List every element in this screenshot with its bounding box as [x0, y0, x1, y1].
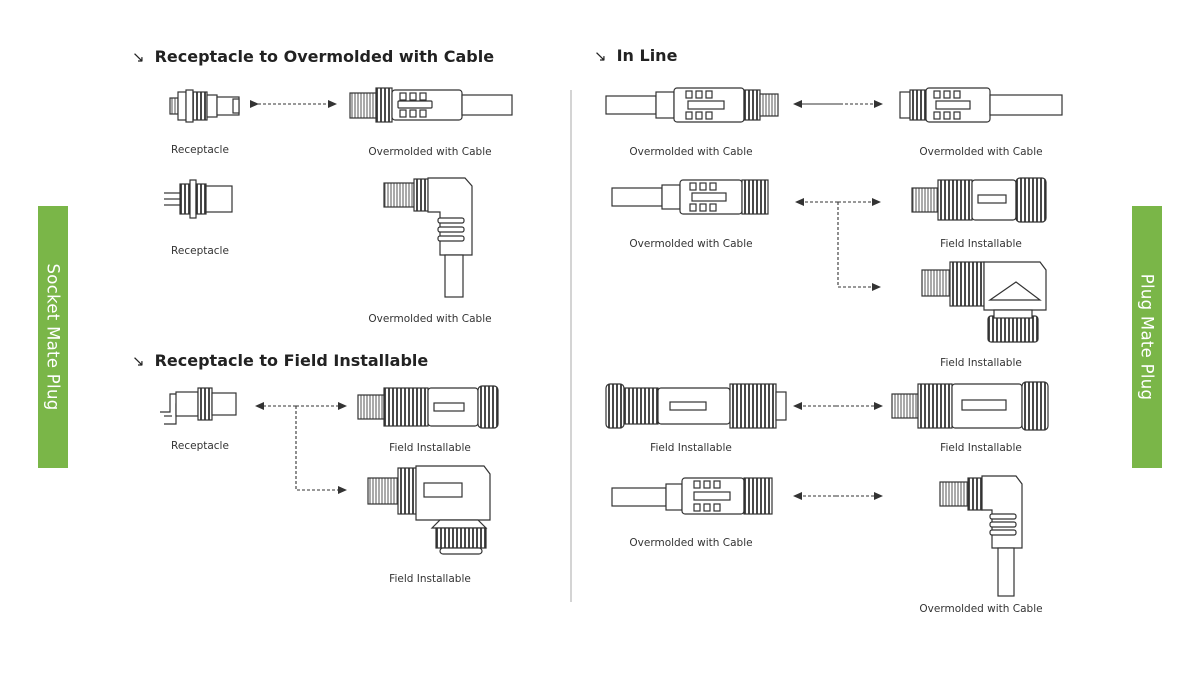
overmolded-straight-5 [611, 477, 773, 515]
overmolded-straight-1 [349, 87, 513, 123]
overmolded-straight-2 [605, 87, 779, 123]
field-installable-right-angle-1 [367, 465, 491, 555]
overmolded-right-angle-2 [939, 475, 1023, 597]
caption: Overmolded with Cable [368, 146, 492, 158]
overmolded-straight-3 [899, 87, 1063, 123]
caption: Overmolded with Cable [629, 146, 753, 158]
field-installable-straight-2 [911, 177, 1047, 223]
section-title-in-line: ↘In Line [594, 46, 678, 65]
mate-arrow [837, 202, 881, 291]
overmolded-straight-4 [611, 179, 769, 215]
caption: Field Installable [650, 442, 732, 454]
section-title-receptacle-overmolded: ↘Receptacle to Overmolded with Cable [132, 47, 495, 66]
arrow-icon: ↘ [594, 47, 607, 65]
caption: Overmolded with Cable [919, 603, 1043, 615]
caption: Overmolded with Cable [368, 313, 492, 325]
caption: Field Installable [940, 238, 1022, 250]
field-installable-right-angle-2 [921, 261, 1047, 343]
field-installable-straight-1 [357, 385, 499, 429]
field-installable-straight-4 [891, 381, 1049, 431]
receptacle-3 [160, 387, 237, 425]
caption: Field Installable [940, 357, 1022, 369]
receptacle-1 [169, 89, 240, 123]
arrow-icon: ↘ [132, 48, 145, 66]
mate-arrow [295, 406, 347, 494]
left-side-tab: Socket Mate Plug [38, 206, 68, 468]
caption: Field Installable [389, 573, 471, 585]
caption: Overmolded with Cable [629, 238, 753, 250]
field-installable-straight-3 [605, 383, 787, 429]
caption: Receptacle [171, 245, 229, 257]
right-side-tab: Plug Mate Plug [1132, 206, 1162, 468]
caption: Overmolded with Cable [919, 146, 1043, 158]
caption: Receptacle [171, 144, 229, 156]
overmolded-right-angle-1 [383, 177, 473, 298]
caption: Field Installable [389, 442, 471, 454]
caption: Receptacle [171, 440, 229, 452]
caption: Field Installable [940, 442, 1022, 454]
caption: Overmolded with Cable [629, 537, 753, 549]
arrow-icon: ↘ [132, 352, 145, 370]
section-title-receptacle-field: ↘Receptacle to Field Installable [132, 351, 429, 370]
receptacle-2 [164, 179, 233, 219]
